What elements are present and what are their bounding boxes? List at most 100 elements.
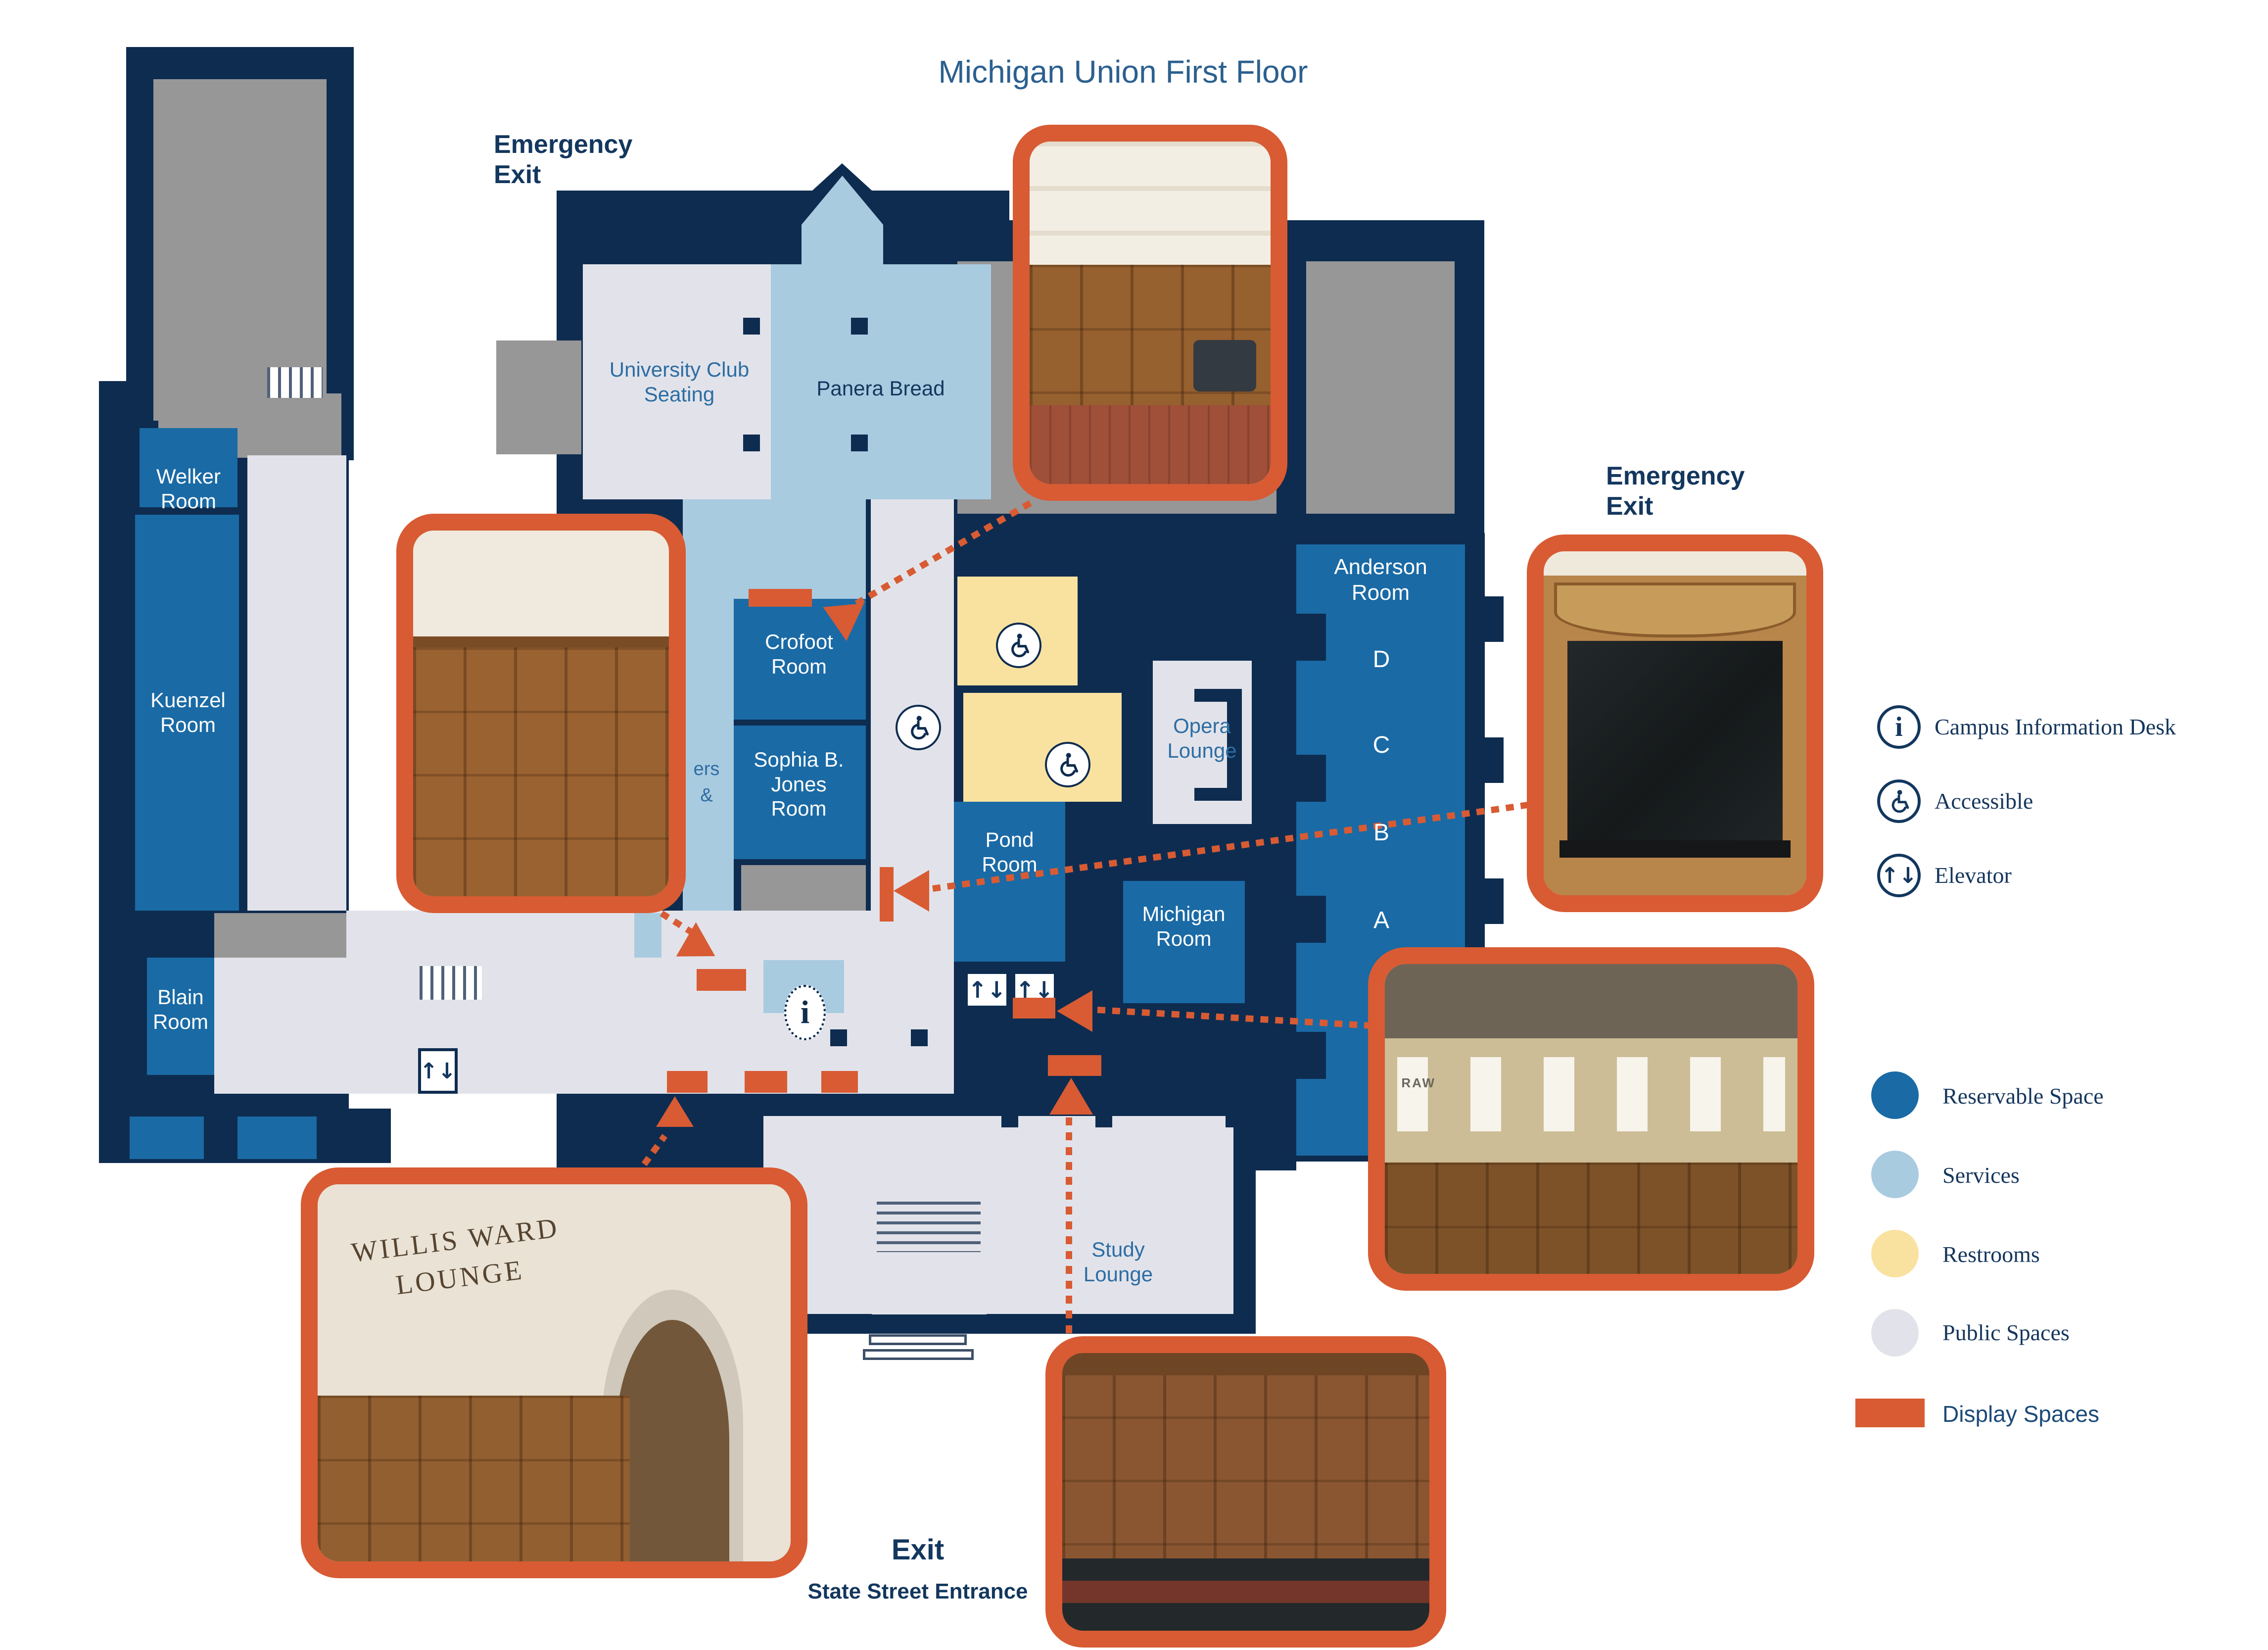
photo-ceiling [1030,142,1271,265]
anderson-tab [1485,878,1504,924]
accessible-icon [1045,742,1090,787]
legend-swatch-public [1871,1309,1919,1357]
pillar [911,1029,928,1046]
room-label-pond: Pond Room [982,828,1038,876]
anderson-section-c: C [1372,732,1390,758]
display-space-marker [667,1071,708,1093]
grand-staircase-icon [877,1202,981,1252]
photo-wood-paneling [413,647,669,896]
room-label-kuenzel: Kuenzel Room [150,688,226,736]
legend-swatch-display [1855,1399,1925,1427]
connector-line [1066,1117,1072,1335]
room-label-study-lounge: Study Lounge [1083,1238,1153,1286]
photo-floor [1030,405,1271,484]
room-label-welker: Welker Room [156,465,221,513]
legend-label-accessible: Accessible [1935,788,2033,814]
photo-case-sill [1559,840,1791,858]
room-label-opera: Opera Lounge [1167,714,1237,762]
info-icon: i [784,985,826,1040]
anderson-tab-inner [1296,1032,1326,1079]
photo-rail [413,636,669,648]
arrow-icon [1049,1078,1093,1115]
room-kuenzel [135,515,239,911]
photo-wood-paneling [1385,1162,1797,1274]
room-michigan [1123,881,1245,1003]
services-above-crofoot [734,499,866,599]
paneling-photo-bottom [1045,1336,1446,1648]
emergency-exit-label-left: Emergency Exit [494,130,633,190]
arrow-icon [656,1096,694,1127]
exit-sublabel: State Street Entrance [807,1579,1028,1603]
willis-ward-photo: WILLIS WARD LOUNGE [301,1167,807,1578]
room-bottom-left-a [130,1116,204,1159]
pillar [830,1029,847,1046]
pillar [743,435,760,451]
panera-gable-area [802,176,883,265]
room-blain [147,958,214,1075]
south-lobby [763,1116,1233,1314]
pillar [1001,1111,1018,1127]
legend-swatch-restrooms [1871,1230,1919,1277]
room-label-anderson: Anderson Room [1334,555,1427,605]
anderson-tab [1485,737,1504,783]
pillar [743,318,760,335]
photo-wall [413,531,669,640]
paneling-photo-left [396,514,686,913]
arrow-icon [1057,990,1092,1032]
accessible-icon [1877,779,1921,823]
emergency-exit-label-right: Emergency Exit [1606,462,1745,521]
right-top-nonpublic [1306,261,1455,514]
stairs-icon [267,367,323,398]
arrow-icon [894,870,929,912]
legend-label-reservable: Reservable Space [1942,1083,2104,1109]
elevator-icon: ↑↓ [965,971,1009,1009]
display-space-marker [697,969,746,991]
photo-case-header [1554,582,1796,637]
anderson-section-b: B [1373,820,1389,846]
accessible-icon [996,623,1041,668]
room-label-blain: Blain Room [152,985,209,1033]
pillar [1226,1111,1242,1127]
legend-label-restrooms: Restrooms [1942,1242,2040,1267]
elevator-icon: ↑↓ [418,1048,458,1094]
anderson-section-d: D [1372,646,1390,673]
services-lobby-sliver [634,913,662,958]
photo-floor-stripe [1062,1581,1429,1603]
room-label-crofoot: Crofoot Room [765,630,833,678]
anderson-section-a: A [1373,907,1389,933]
room-label-panera: Panera Bread [816,377,945,400]
room-label-sophia: Sophia B. Jones Room [754,748,844,821]
room-sophia [734,726,866,859]
photo-wood-paneling [1062,1353,1429,1559]
services-fragment-label: ers & [693,759,720,806]
room-crofoot [734,599,866,720]
elevator-icon: ↑↓ [1877,854,1921,897]
anderson-tab [1485,596,1504,642]
photo-case-wall [1544,551,1806,576]
university-club-area [583,264,771,499]
anderson-tab-inner [1296,896,1326,943]
wing-nonpublic-area [153,79,327,421]
accessible-icon [896,705,941,750]
legend-label-elevator: Elevator [1935,863,2012,888]
photo-rail [1062,1353,1429,1375]
display-case-photo-prints: RAW [1368,947,1814,1291]
display-space-marker [1048,1055,1101,1076]
anderson-tab-inner [1296,755,1326,802]
hallway-photo-top [1013,125,1287,501]
room-label-university-club: University Club Seating [609,358,750,406]
display-space-marker [749,589,812,607]
pillar [851,435,868,451]
display-space-marker [821,1071,858,1093]
opera-wall [1194,788,1242,801]
info-icon: i [1877,705,1921,749]
pillar [851,318,868,335]
entrance-steps [869,1334,967,1345]
photo-arch-inner [615,1320,729,1561]
room-label-michigan: Michigan Room [1142,902,1226,950]
services-column [683,499,734,911]
room-bottom-left-b [237,1116,317,1159]
pillar [1095,1111,1112,1127]
midleft-nonpublic [214,913,346,958]
